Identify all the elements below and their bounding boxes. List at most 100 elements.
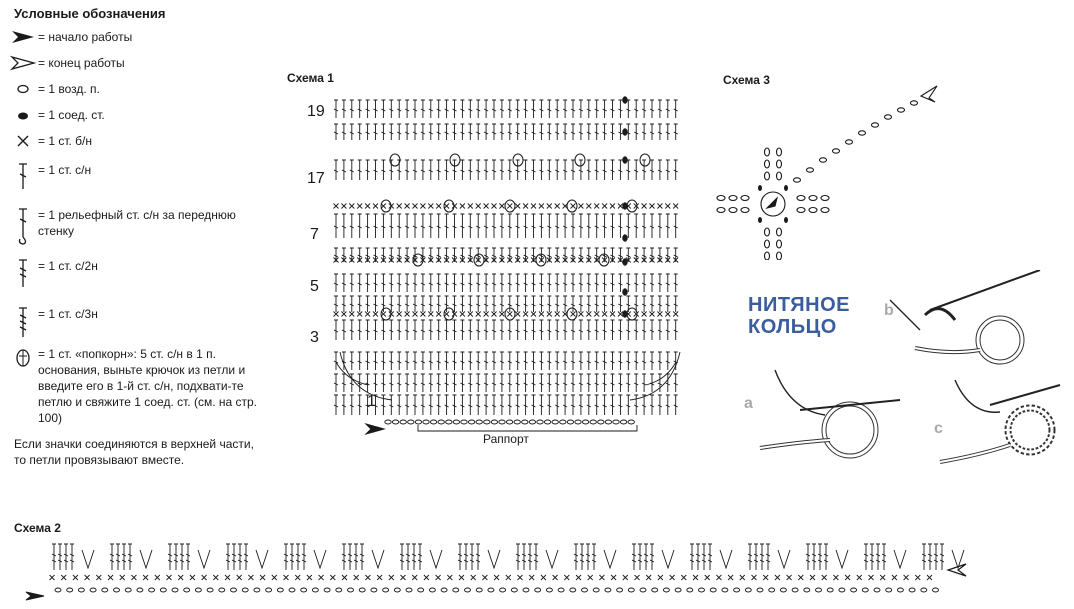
single-crochet-icon [427, 203, 434, 209]
slip-stitch-icon [622, 288, 628, 296]
popcorn-icon [639, 153, 651, 167]
chain-stitch-icon [662, 587, 670, 593]
double-crochet-icon [507, 159, 513, 180]
double-crochet-icon [610, 273, 615, 292]
single-crochet-icon [664, 203, 671, 209]
double-crochet-icon [404, 319, 410, 340]
double-crochet-icon [594, 213, 599, 238]
treble-crochet-icon [127, 543, 133, 570]
treble-crochet-icon [405, 543, 411, 570]
double-crochet-icon [531, 373, 536, 392]
double-crochet-icon [499, 273, 505, 292]
double-crochet-icon [578, 123, 584, 140]
double-crochet-icon [491, 123, 497, 140]
legend-item-text: = 1 рельефный ст. с/н за переднюю стенку [38, 208, 236, 238]
double-crochet-icon [610, 373, 615, 392]
single-crochet-icon [585, 203, 592, 209]
double-crochet-icon [578, 373, 584, 392]
double-crochet-icon [523, 295, 528, 312]
double-crochet-icon [373, 273, 378, 292]
double-crochet-icon [341, 159, 347, 180]
chain-stitch-icon [54, 587, 62, 593]
start-arrow-icon [765, 196, 779, 210]
double-crochet-icon [610, 319, 615, 340]
double-crochet-icon [428, 351, 434, 370]
double-crochet-icon [594, 123, 599, 140]
double-crochet-icon [618, 99, 623, 118]
double-crochet-icon [412, 351, 418, 370]
v-stitch-icon [197, 549, 211, 570]
double-crochet-icon [396, 295, 402, 312]
treble-crochet-icon [69, 543, 75, 570]
slip-stitch-icon [622, 202, 628, 210]
treble-crochet-icon [57, 543, 63, 570]
double-crochet-icon [365, 295, 370, 312]
double-crochet-icon [570, 394, 576, 415]
double-crochet-icon [483, 273, 489, 292]
single-crochet-icon [333, 257, 339, 263]
treble-crochet-icon [295, 543, 301, 570]
double-crochet-icon [499, 394, 505, 415]
double-crochet-icon [412, 319, 418, 340]
treble-crochet-icon [353, 543, 359, 570]
slip-stitch-icon [622, 156, 628, 164]
single-crochet-icon [546, 257, 553, 263]
chain-stitch-icon [522, 587, 530, 593]
legend-item-slip: = 1 соед. ст. [8, 107, 268, 123]
double-crochet-icon [404, 273, 410, 292]
double-crochet-icon [515, 99, 520, 118]
single-crochet-icon [333, 203, 339, 209]
double-crochet-icon [657, 373, 663, 392]
single-crochet-icon [435, 574, 441, 581]
single-crochet-icon [797, 574, 804, 581]
chain-stitch-icon [335, 587, 343, 593]
double-crochet-icon [626, 213, 631, 238]
chain-stitch-icon [384, 419, 392, 425]
double-crochet-icon [570, 99, 576, 118]
treble-crochet-icon [695, 543, 701, 570]
single-crochet-icon [427, 311, 434, 317]
double-crochet-icon [373, 213, 378, 238]
chain-stitch-icon [815, 587, 822, 593]
double-crochet-icon [602, 351, 607, 370]
single-crochet-icon [563, 574, 570, 581]
double-crochet-icon [365, 373, 370, 392]
treble-crochet-icon [231, 543, 237, 570]
single-crochet-icon [593, 203, 600, 209]
double-crochet-icon [341, 373, 347, 392]
chain-stitch-icon [194, 587, 202, 593]
chain-stitch-icon [391, 419, 400, 425]
double-crochet-icon [349, 213, 355, 238]
start-arrow-icon [8, 29, 38, 45]
v-stitch-icon [487, 549, 501, 570]
double-crochet-icon [618, 159, 623, 180]
chain-stitch-icon [358, 587, 366, 593]
chain-stitch-icon [311, 587, 319, 593]
single-crochet-icon [458, 574, 465, 581]
single-crochet-icon [926, 574, 933, 581]
double-crochet-icon [357, 99, 362, 118]
chain-stitch-icon [592, 587, 600, 593]
double-crochet-icon [610, 99, 615, 118]
double-crochet-icon [523, 273, 528, 292]
row-number: 17 [307, 170, 325, 187]
double-crochet-icon [349, 295, 355, 312]
double-crochet-icon [483, 373, 489, 392]
treble-crochet-icon [689, 543, 695, 570]
popcorn-icon [389, 153, 401, 167]
double-crochet-icon [333, 351, 339, 370]
double-crochet-icon [373, 295, 378, 312]
double-crochet-icon [389, 319, 394, 340]
double-crochet-icon [412, 373, 418, 392]
double-crochet-icon [515, 159, 520, 180]
single-crochet-icon [645, 574, 652, 581]
double-crochet-icon [547, 351, 552, 370]
treble-crochet-icon [237, 543, 243, 570]
double-crochet-icon [673, 123, 678, 140]
chain-stitch-icon [428, 587, 436, 593]
scheme2-title: Схема 2 [14, 521, 61, 535]
double-crochet-icon [602, 213, 607, 238]
double-crochet-icon [349, 394, 355, 415]
treble-crochet-icon [515, 543, 521, 570]
slip-stitch-icon [622, 234, 628, 242]
